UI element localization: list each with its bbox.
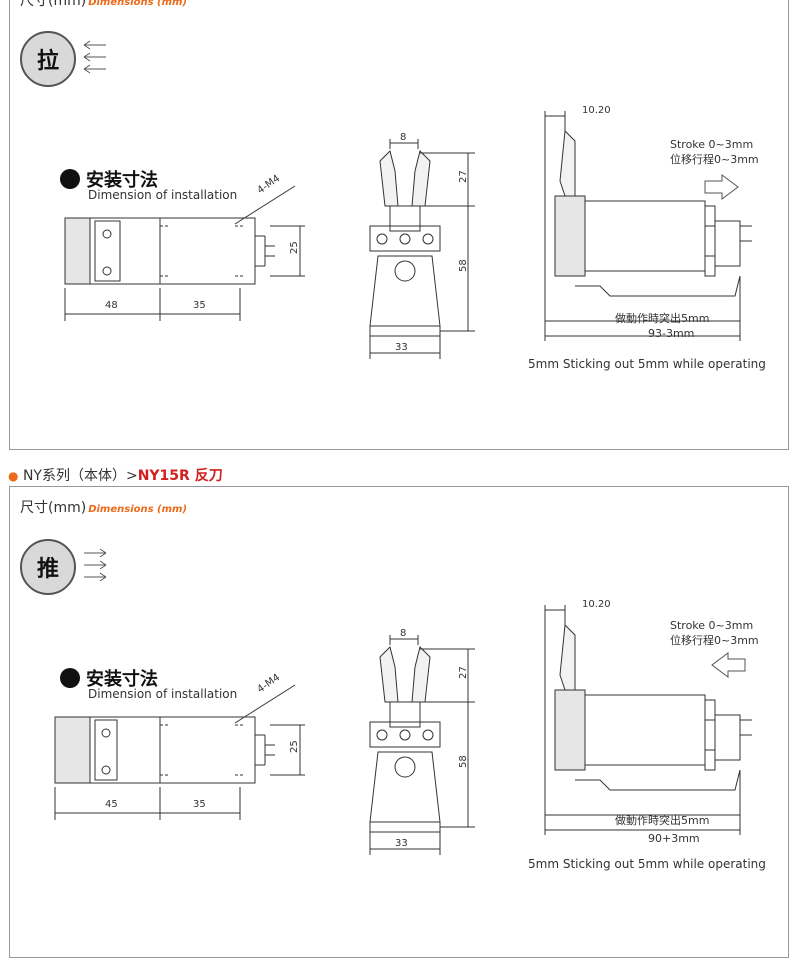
install-drawing: 45 35 25 4-M4 [54,672,305,820]
side-view-drawing: 10.20 [544,599,752,835]
panel-pull: 尺寸(mm)Dimensions (mm) 拉 安装寸法 Dimension o… [9,0,789,450]
svg-text:4-M4: 4-M4 [255,173,282,196]
svg-text:25: 25 [289,740,300,753]
svg-text:33: 33 [395,838,408,849]
dimensions-header: 尺寸(mm)Dimensions (mm) [20,0,188,9]
svg-text:27: 27 [458,666,469,679]
svg-text:8: 8 [400,628,406,639]
install-drawing: 48 35 25 4-M4 [64,173,305,321]
install-title: 安装寸法 Dimension of installation [60,665,237,701]
pull-arrows-icon [83,40,106,74]
pull-badge: 拉 [20,31,76,87]
front-view-drawing: 8 27 58 33 [369,132,475,359]
svg-text:58: 58 [458,755,469,768]
svg-text:25: 25 [289,241,300,254]
svg-text:10.20: 10.20 [582,105,611,116]
push-badge: 推 [20,539,76,595]
svg-text:58: 58 [458,259,469,272]
push-arrows-icon [84,548,107,582]
front-view-drawing: 8 27 58 33 [369,628,475,855]
svg-text:48: 48 [105,300,118,311]
series-title: ● NY系列（本体）>NY15R 反刀 [8,468,223,484]
bullet-dot-icon [60,169,80,189]
svg-text:35: 35 [193,300,206,311]
bullet-dot-icon [60,668,80,688]
svg-text:27: 27 [458,170,469,183]
install-title: 安装寸法 Dimension of installation [60,166,237,202]
dimensions-header: 尺寸(mm)Dimensions (mm) [20,500,188,516]
panel-push: 尺寸(mm)Dimensions (mm) 推 安装寸法 Dimension o… [9,486,789,958]
svg-text:33: 33 [395,342,408,353]
side-view-drawing: 10.20 [544,105,752,341]
svg-text:45: 45 [105,799,118,810]
svg-text:4-M4: 4-M4 [255,672,282,695]
svg-text:35: 35 [193,799,206,810]
svg-text:10.20: 10.20 [582,599,611,610]
svg-text:8: 8 [400,132,406,143]
